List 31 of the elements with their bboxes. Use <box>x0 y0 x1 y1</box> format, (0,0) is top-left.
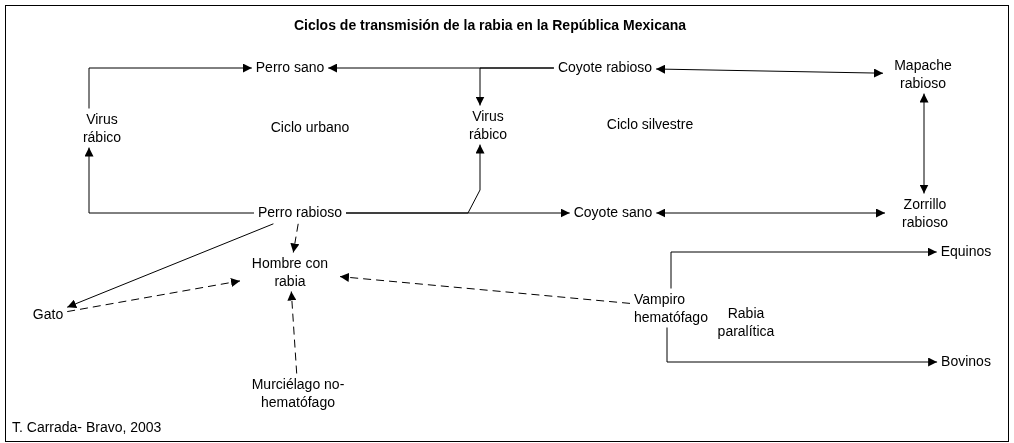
node-label: Bovinos <box>937 351 995 373</box>
node-label: Coyote rabioso <box>553 57 657 79</box>
node-label: Coyote sano <box>569 202 657 224</box>
cycle-label: Ciclo urbano <box>270 119 350 137</box>
node-label: Gato <box>28 304 68 326</box>
dashed-arrow <box>339 272 631 304</box>
node-label: Virus rábico <box>68 108 136 148</box>
diagram-title: Ciclos de transmisión de la rabia en la República Mexicana <box>293 17 687 33</box>
node-label: Perro rabioso <box>254 202 346 224</box>
node-label: Mapache rabioso <box>883 54 963 94</box>
author-credit: T. Carrada- Bravo, 2003 <box>12 419 162 437</box>
arrow <box>345 144 485 214</box>
cycle-label: Ciclo silvestre <box>606 116 694 134</box>
node-label: Virus rábico <box>454 105 522 145</box>
node-label: Hombre con rabia <box>240 252 340 292</box>
node-label: Murciélago no- hematófago <box>240 373 356 413</box>
double-arrow <box>655 64 884 78</box>
dashed-arrow <box>66 278 241 313</box>
node-label: Zorrillo rabioso <box>885 193 965 233</box>
dashed-arrow <box>290 223 300 253</box>
dashed-arrow <box>287 291 298 374</box>
node-label: Equinos <box>936 241 996 263</box>
arrow <box>670 247 938 289</box>
arrow <box>84 147 255 214</box>
arrow <box>88 63 253 109</box>
double-arrow <box>919 93 929 194</box>
node-label: Perro sano <box>251 57 329 79</box>
arrow <box>666 327 938 367</box>
double-arrow <box>655 208 886 218</box>
arrow <box>475 67 555 106</box>
arrow <box>66 223 274 308</box>
